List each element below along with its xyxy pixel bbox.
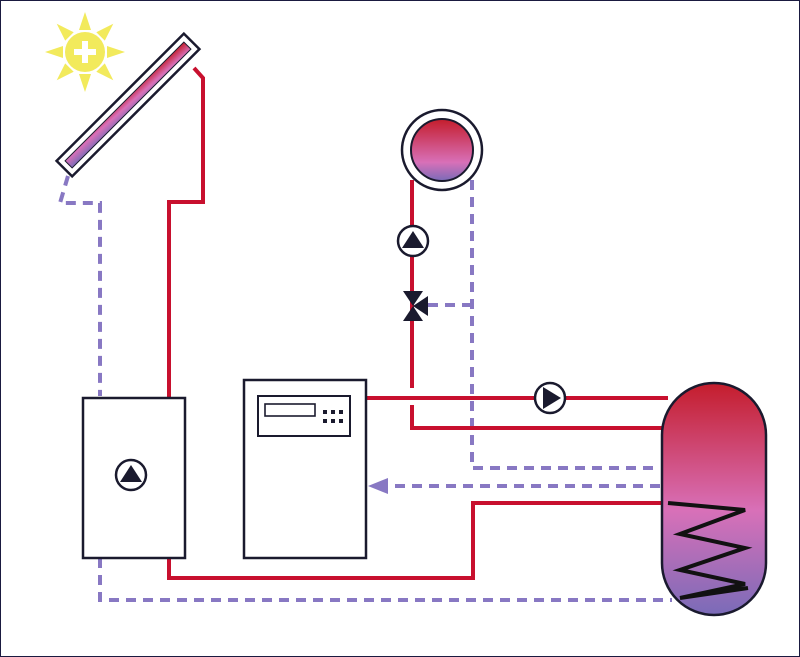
- return-arrow-icon: [368, 478, 388, 494]
- storage-tank: [660, 381, 768, 617]
- radiator-return-line: [470, 180, 660, 470]
- valve-icon: [403, 291, 428, 321]
- solar-panel-icon: [54, 31, 202, 179]
- boiler-controller: [242, 378, 368, 560]
- radiator-icon: [400, 108, 484, 192]
- pump-station-to-tank-line: [167, 501, 662, 580]
- coil-icon: [667, 501, 753, 600]
- sun-ray: [107, 46, 125, 58]
- sun-icon: [45, 12, 125, 92]
- sun-ray: [79, 12, 91, 30]
- flow-lines: [167, 66, 668, 580]
- collector-return-line: [57, 175, 102, 396]
- control-buttons: [323, 410, 343, 423]
- sun-ray: [56, 23, 74, 41]
- sun-ray: [96, 63, 114, 81]
- display-screen: [264, 403, 316, 417]
- circulation-pump-upper: [396, 224, 430, 258]
- sun-ray: [79, 74, 91, 92]
- pump-icon: [114, 458, 148, 492]
- solar-pump-station: [81, 396, 187, 560]
- circulation-pump-tank: [533, 381, 567, 415]
- sun-ray: [56, 63, 74, 81]
- sun-ray: [45, 46, 63, 58]
- tank-upper-return-line: [410, 405, 668, 430]
- return-lines: [57, 175, 672, 602]
- bottom-return-line: [98, 558, 672, 602]
- sun-ray: [96, 23, 114, 41]
- collector-flow-line: [167, 66, 205, 398]
